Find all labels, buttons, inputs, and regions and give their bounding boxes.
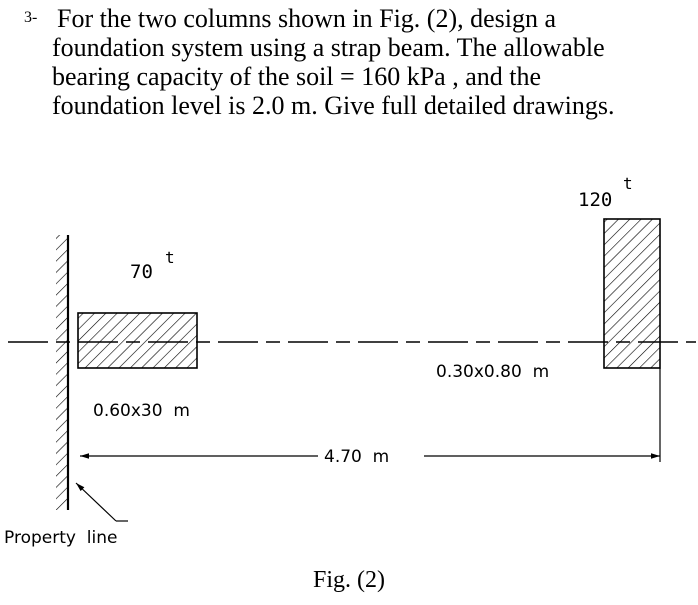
right-load-unit: t — [623, 174, 633, 193]
problem-statement: 3- For the two columns shown in Fig. (2)… — [24, 4, 694, 120]
property-line — [56, 235, 70, 510]
problem-line-4: foundation level is 2.0 m. Give full det… — [52, 91, 615, 120]
left-column — [77, 312, 198, 369]
property-line-label: Property line — [4, 528, 117, 548]
problem-line-2: foundation system using a strap beam. Th… — [52, 33, 605, 62]
problem-line-3: bearing capacity of the soil = 160 kPa ,… — [52, 62, 542, 91]
left-load-value: 70 — [130, 261, 153, 283]
right-column — [603, 218, 661, 369]
right-load-value: 120 — [578, 189, 612, 211]
figure-caption: Fig. (2) — [313, 567, 385, 593]
problem-line-1: For the two columns shown in Fig. (2), d… — [57, 4, 557, 33]
property-line-leader — [75, 482, 117, 522]
problem-number: 3- — [24, 9, 38, 26]
spacing-dimension-label: 4.70 m — [324, 447, 389, 467]
left-load-unit: t — [165, 248, 175, 267]
right-column-dimension: 0.30x0.80 m — [436, 362, 549, 382]
left-column-dimension: 0.60x30 m — [93, 401, 190, 421]
